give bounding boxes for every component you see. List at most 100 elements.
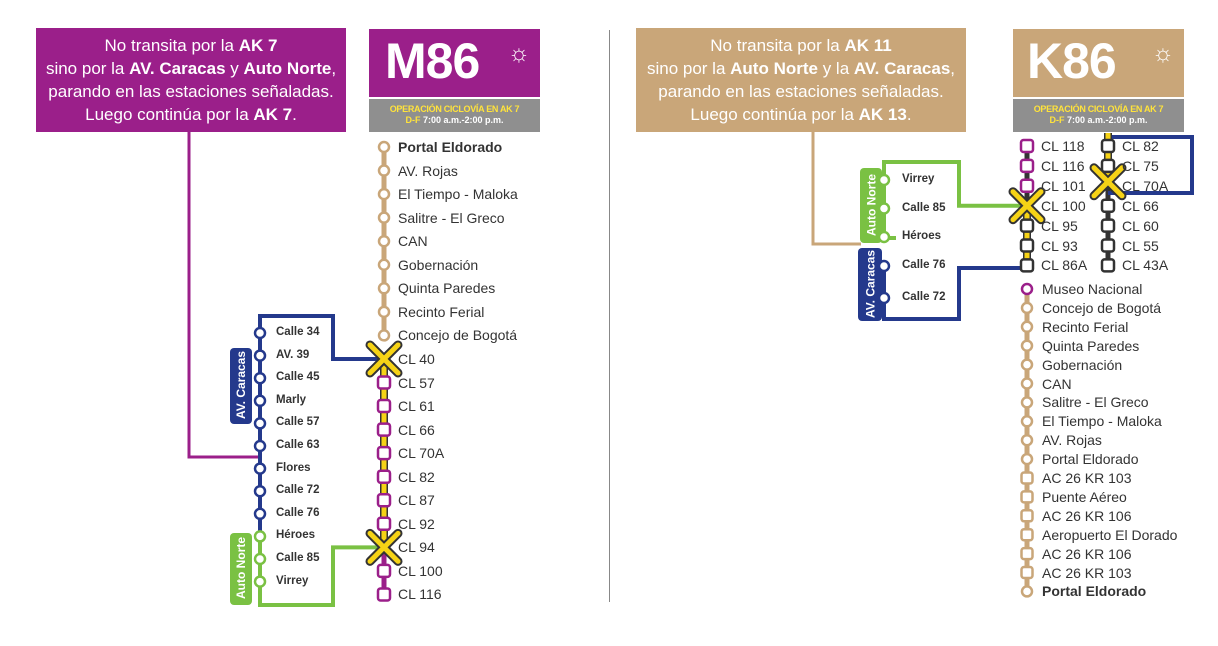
k86-stop-label: Aeropuerto El Dorado: [1042, 526, 1178, 543]
k86-col1-label: CL 95: [1041, 217, 1078, 234]
m86-side-stop-label: Calle 45: [276, 371, 320, 384]
m86-side-stop-label: Calle 72: [276, 484, 320, 497]
notice-highlight: AK 11: [844, 36, 892, 55]
k86-col1-station: [1019, 258, 1035, 273]
k86-stop-label: El Tiempo - Maloka: [1042, 413, 1162, 430]
k86-caracas-upper-line: [1108, 135, 1194, 195]
k86-stop-label: Gobernación: [1042, 356, 1123, 373]
k86-station-dot: [1020, 301, 1034, 315]
k86-col2-station: [1100, 238, 1116, 253]
m86-stop-label: CL 94: [398, 539, 435, 556]
m86-station-square: [376, 469, 392, 484]
notice-line: parando en las estaciones señaladas.: [36, 80, 346, 103]
k86-caracas-label: Calle 76: [902, 259, 946, 271]
m86-side-stop-label: Marly: [276, 393, 307, 406]
k86-station-dot: [1020, 339, 1034, 352]
k86-col2-station: [1100, 258, 1116, 273]
m86-ciclovia-banner: OPERACIÓN CICLOVÍA EN AK 7 D-F 7:00 a.m.…: [369, 99, 540, 132]
m86-caracas-tab-bg: [230, 348, 252, 424]
k86-stop-label: AC 26 KR 106: [1042, 507, 1132, 524]
sun-icon: ☼: [508, 40, 530, 67]
ciclovia-schedule: D-F 7:00 a.m.-2:00 p.m.: [1049, 115, 1148, 125]
m86-station-square: [376, 563, 392, 579]
notice-highlight: Auto Norte: [243, 59, 332, 78]
m86-side-station: [253, 575, 267, 588]
m86-side-stop-label: Héroes: [276, 529, 315, 542]
k86-col2-label: CL 43A: [1122, 257, 1169, 274]
k86-col1-label: CL 118: [1041, 138, 1085, 154]
notice-highlight: Auto Norte: [730, 59, 818, 78]
k86-stop-label: Portal Eldorado: [1042, 451, 1139, 468]
k86-stop-label: AC 26 KR 106: [1042, 545, 1132, 562]
k86-station-dot: [1020, 358, 1034, 371]
notice-line: No transita por la AK 11: [636, 34, 966, 57]
k86-stop-label: AC 26 KR 103: [1042, 470, 1132, 486]
m86-stop-label: CL 116: [398, 586, 442, 603]
m86-station-dot: [377, 282, 391, 295]
m86-transfer-cross-cl40-b: [367, 342, 401, 376]
m86-station-dot: [377, 187, 391, 201]
m86-station-dot: [377, 234, 391, 248]
k86-autonorte-label: Calle 85: [902, 201, 946, 214]
m86-side-station: [253, 507, 267, 521]
k86-station-dot: [1020, 415, 1034, 428]
k86-station-dot: [1020, 433, 1034, 447]
m86-station-dot: [377, 329, 391, 342]
k86-station-square: [1020, 509, 1034, 523]
notice-text: Luego continúa por la: [690, 105, 859, 124]
m86-stop-label: CL 40: [398, 350, 435, 367]
m86-station-square: [376, 398, 392, 414]
k86-ciclovia-banner: OPERACIÓN CICLOVÍA EN AK 7 D-F 7:00 a.m.…: [1013, 99, 1184, 132]
notice-line: No transita por la AK 7: [36, 34, 346, 57]
k86-station-square: [1020, 565, 1034, 580]
k86-station-square: [1020, 490, 1034, 504]
k86-station-square: [1020, 471, 1034, 485]
k86-autonorte-station: [877, 230, 891, 244]
k86-stop-label: Salitre - El Greco: [1042, 394, 1149, 411]
notice-text: sino por la: [646, 59, 731, 78]
m86-side-stop-label: AV. 39: [276, 348, 310, 361]
k86-autonorte-label: Héroes: [902, 230, 941, 242]
m86-autonorte-line: [258, 536, 384, 607]
m86-station-square: [376, 587, 392, 602]
m86-stop-label: Portal Eldorado: [398, 139, 503, 155]
m86-caracas-tab: AV. Caracas: [234, 350, 248, 420]
m86-side-station: [253, 530, 267, 543]
k86-autonorte-station: [877, 173, 891, 187]
k86-col1-station: [1019, 178, 1035, 194]
m86-route-code: M86: [385, 33, 480, 89]
notice-text: No transita por la: [710, 36, 845, 55]
k86-stop-label: Recinto Ferial: [1042, 318, 1129, 335]
k86-transfer-cross-cl70a-b: [1091, 165, 1125, 199]
k86-stop-label: Portal Eldorado: [1042, 583, 1147, 600]
notice-text: parando en las estaciones señaladas.: [48, 82, 334, 101]
notice-text: parando en las estaciones señaladas.: [658, 82, 944, 101]
notice-highlight: AK 7: [253, 105, 293, 124]
k86-stop-label: Puente Aéreo: [1042, 488, 1127, 505]
notice-text: y la: [817, 59, 854, 78]
k86-notice: No transita por la AK 11 sino por la Auto…: [636, 28, 966, 132]
m86-station-square: [376, 445, 392, 461]
notice-line: sino por la AV. Caracas y Auto Norte,: [36, 57, 346, 80]
k86-station-dot: [1020, 377, 1034, 390]
m86-stop-label: CL 66: [398, 421, 435, 438]
notice-highlight: AK 13: [858, 105, 907, 124]
k86-caracas-tab: AV. Caracas: [863, 249, 877, 318]
m86-stop-label: AV. Rojas: [398, 162, 458, 179]
m86-stop-label: CL 100: [398, 562, 443, 579]
m86-station-dot: [377, 211, 391, 224]
m86-station-square: [376, 516, 392, 532]
m86-side-stop-label: Virrey: [276, 574, 309, 587]
k86-station-dot: [1020, 585, 1034, 598]
m86-side-stop-label: Calle 57: [276, 416, 320, 429]
k86-station-dot: [1020, 452, 1034, 466]
ciclovia-title: OPERACIÓN CICLOVÍA EN AK 7: [389, 104, 520, 114]
m86-stop-label: CL 87: [398, 492, 435, 509]
notice-line: Luego continúa por la AK 7.: [36, 103, 346, 126]
m86-side-station: [253, 462, 267, 475]
notice-text: ,: [331, 59, 337, 78]
ciclovia-schedule: D-F 7:00 a.m.-2:00 p.m.: [405, 115, 504, 125]
k86-station-square: [1020, 527, 1034, 542]
